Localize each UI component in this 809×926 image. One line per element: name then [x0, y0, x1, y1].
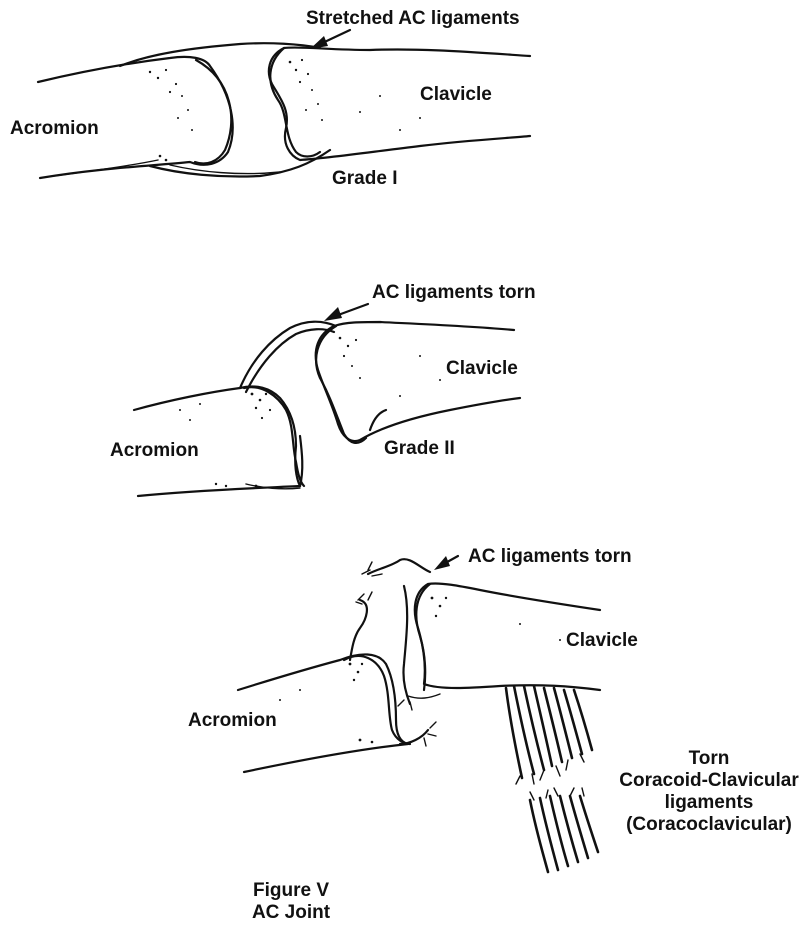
grade-3-torn-ac-ligament	[368, 559, 430, 574]
grade-2-drawing	[134, 304, 520, 496]
figure-caption-line-2: AC Joint	[236, 902, 346, 924]
torn-cc-label-line-3: ligaments	[614, 792, 804, 814]
torn-coracoclavicular-ligament	[506, 686, 598, 872]
torn-cc-ligaments-label: Torn Coracoid-Clavicular ligaments (Cora…	[614, 748, 804, 835]
figure-caption: Figure V AC Joint	[236, 880, 346, 924]
grade-2-torn-ligaments-label: AC ligaments torn	[372, 282, 536, 304]
torn-cc-label-line-1: Torn	[614, 748, 804, 770]
grade-2-clavicle-bone	[316, 322, 520, 441]
grade-1-grade-label: Grade I	[332, 168, 397, 190]
grade-2-clavicle-label: Clavicle	[446, 358, 518, 380]
grade-3-drawing	[238, 556, 600, 872]
grade-1-clavicle-label: Clavicle	[420, 84, 492, 106]
grade-1-acromion-label: Acromion	[10, 118, 99, 140]
torn-cc-label-line-4: (Coracoclavicular)	[614, 814, 804, 836]
figure-caption-line-1: Figure V	[236, 880, 346, 902]
grade-3-torn-ligaments-label: AC ligaments torn	[468, 546, 632, 568]
grade-2-grade-label: Grade II	[384, 438, 455, 460]
grade-1-stretched-ligaments-label: Stretched AC ligaments	[306, 8, 520, 30]
grade-3-clavicle-label: Clavicle	[566, 630, 638, 652]
grade-2-acromion-label: Acromion	[110, 440, 199, 462]
grade-3-acromion-label: Acromion	[188, 710, 277, 732]
torn-cc-label-line-2: Coracoid-Clavicular	[614, 770, 804, 792]
